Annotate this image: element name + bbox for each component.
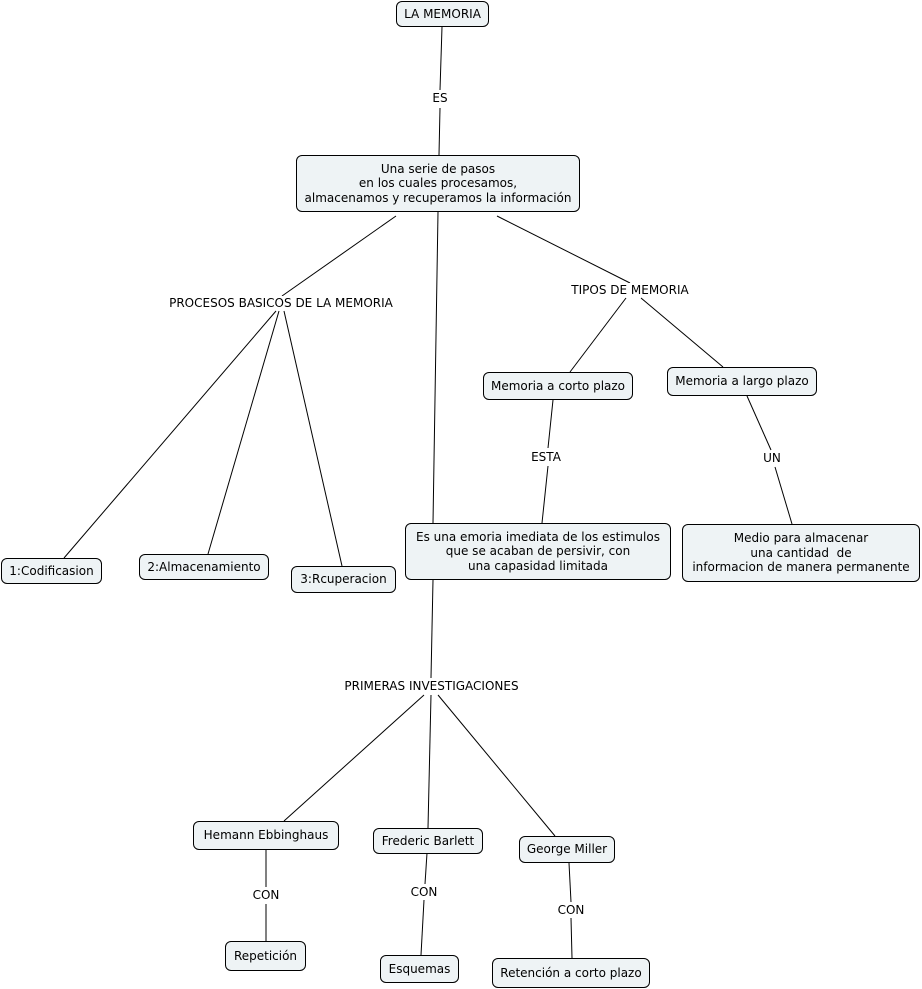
node-codificacion[interactable]: 1:Codificasion — [1, 558, 102, 584]
line-procesos-codificacion — [63, 310, 277, 559]
node-almacenamiento-permanente[interactable]: Medio para almacenar una cantidad de inf… — [682, 524, 920, 582]
link-label-es: ES — [429, 91, 451, 105]
node-definicion[interactable]: Una serie de pasos en los cuales procesa… — [296, 155, 580, 212]
line-definition-tipos — [496, 215, 631, 284]
line-root-es — [439, 26, 443, 91]
node-miller[interactable]: George Miller — [519, 836, 615, 863]
node-barlett[interactable]: Frederic Barlett — [373, 828, 483, 854]
node-la-memoria[interactable]: LA MEMORIA — [396, 1, 489, 27]
node-recuperacion[interactable]: 3:Rcuperacion — [291, 566, 396, 593]
link-label-con-barlett: CON — [408, 885, 440, 899]
line-primeras-miller — [437, 694, 556, 837]
link-label-con-miller: CON — [555, 903, 587, 917]
line-procesos-almacenamiento — [207, 310, 280, 555]
node-memoria-largo-plazo[interactable]: Memoria a largo plazo — [667, 367, 817, 396]
link-label-procesos: PROCESOS BASICOS DE LA MEMORIA — [164, 296, 398, 310]
node-almacenamiento[interactable]: 2:Almacenamiento — [139, 554, 269, 580]
link-label-con-ebbinghaus: CON — [250, 888, 282, 902]
node-memoria-inmediata[interactable]: Es una emoria imediata de los estimulos … — [405, 523, 671, 580]
line-barlett-con — [424, 852, 428, 885]
link-label-un: UN — [760, 451, 784, 465]
node-memoria-corto-plazo[interactable]: Memoria a corto plazo — [483, 372, 633, 400]
line-primeras-barlett — [427, 694, 432, 829]
line-tipos-corto — [569, 297, 627, 373]
node-repeticion[interactable]: Repetición — [225, 941, 306, 971]
link-label-tipos: TIPOS DE MEMORIA — [568, 283, 692, 297]
line-largo-un — [746, 395, 772, 451]
line-tipos-largo — [640, 297, 724, 368]
line-definition-procesos — [281, 215, 397, 297]
line-primeras-ebbinghaus — [283, 694, 425, 822]
line-definition-primeras — [432, 211, 439, 524]
link-label-esta: ESTA — [528, 450, 564, 464]
node-esquemas[interactable]: Esquemas — [380, 955, 459, 983]
line-miller-con — [568, 862, 572, 903]
line-procesos-recuperacion — [283, 310, 343, 567]
node-ebbinghaus[interactable]: Hemann Ebbinghaus — [193, 821, 339, 850]
node-retencion[interactable]: Retención a corto plazo — [492, 958, 650, 988]
line-un-permanente — [774, 466, 793, 525]
line-con-esquemas — [420, 899, 425, 956]
line-inmediata-primeras — [430, 579, 434, 679]
line-es-definition — [438, 107, 441, 156]
link-label-primeras: PRIMERAS INVESTIGACIONES — [338, 679, 525, 693]
line-corto-esta — [547, 399, 554, 449]
line-esta-inmediata — [541, 465, 549, 524]
line-con-retencion — [570, 917, 573, 959]
